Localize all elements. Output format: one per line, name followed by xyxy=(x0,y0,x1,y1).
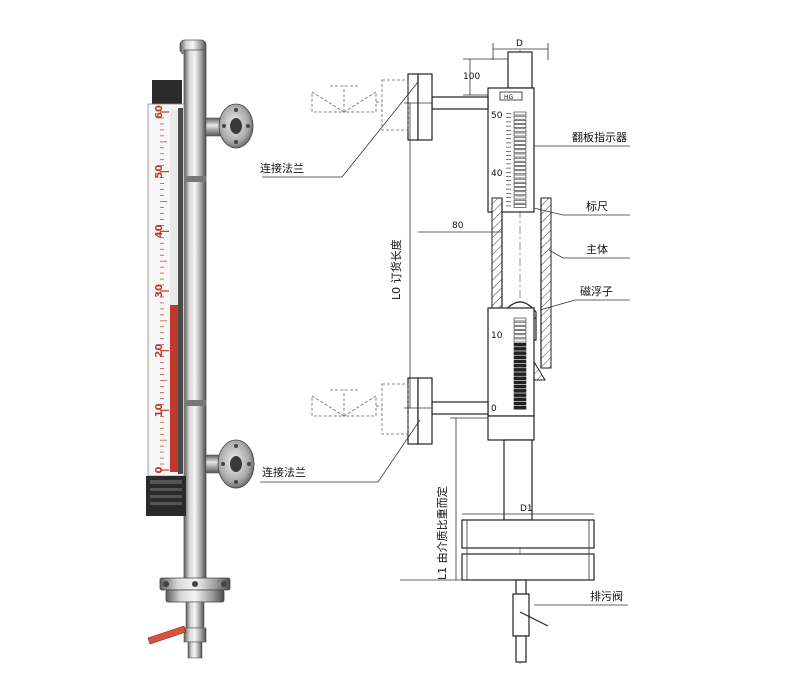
scale-tick-label: 30 xyxy=(154,284,165,298)
indicator-flap xyxy=(513,380,527,385)
indicator-flap xyxy=(513,355,527,360)
dim-L1-label: L1 由介质比重而定 xyxy=(435,486,449,580)
indicator-flap xyxy=(513,330,527,334)
dim-100-label: 100 xyxy=(463,72,480,82)
dim-D-label: D xyxy=(516,39,523,49)
indicator-flap xyxy=(513,162,527,166)
indicator-flap xyxy=(513,183,527,187)
indicator-flap xyxy=(513,149,527,154)
indicator-flap xyxy=(513,321,527,326)
indicator-flap xyxy=(513,115,527,120)
upper-valve-outline xyxy=(311,79,409,131)
scale-tick-label: 10 xyxy=(154,403,165,417)
indicator-flap xyxy=(513,401,527,406)
indicator-flap xyxy=(513,397,527,402)
indicator-flap xyxy=(513,359,527,364)
indicator-flap xyxy=(513,338,527,343)
dim-80-label: 80 xyxy=(452,221,464,231)
callout-body: 主体 xyxy=(586,242,608,256)
scale-tick-label: 40 xyxy=(154,224,165,238)
lower-indicator-box xyxy=(487,307,535,417)
callout-flange-bottom: 连接法兰 xyxy=(262,465,306,479)
indicator-flap xyxy=(513,384,527,389)
indicator-badge: HG xyxy=(504,94,514,101)
indicator-flap xyxy=(513,132,527,137)
indicator-flap xyxy=(513,372,527,376)
indicator-flap xyxy=(513,124,527,128)
indicator-flap xyxy=(513,166,527,170)
indicator-flap xyxy=(513,141,527,145)
indicator-flap xyxy=(513,351,527,355)
indicator-flap xyxy=(513,199,527,204)
indicator-flap xyxy=(513,178,527,183)
scale-50-label: 50 xyxy=(491,111,503,121)
indicator-flap xyxy=(513,120,527,124)
bottom-flange-drawing xyxy=(461,519,595,549)
indicator-flap xyxy=(513,393,527,397)
scale-0-label: 0 xyxy=(491,404,497,414)
indicator-flap xyxy=(513,170,527,175)
indicator-flap xyxy=(513,317,527,322)
top-cap xyxy=(507,51,533,89)
indicator-flap xyxy=(513,204,527,208)
indicator-flap xyxy=(513,174,527,179)
scale-10-label: 10 xyxy=(491,331,503,341)
scale-tick-label: 60 xyxy=(154,105,165,119)
indicator-flap xyxy=(513,128,527,133)
indicator-flap xyxy=(513,157,527,162)
callout-drain: 排污阀 xyxy=(590,589,623,603)
gauge-photo: 60 50 40 30 20 10 0 xyxy=(146,39,255,659)
scale-tick-label: 20 xyxy=(154,344,165,358)
callout-float: 磁浮子 xyxy=(580,285,613,298)
indicator-flap xyxy=(513,389,527,393)
indicator-flap xyxy=(513,405,527,410)
indicator-flap xyxy=(513,187,527,191)
red-level-column xyxy=(170,305,178,472)
lower-valve-outline xyxy=(311,383,409,435)
indicator-flap xyxy=(513,136,527,141)
lower-flange-drawing xyxy=(407,377,419,445)
callout-scale: 标尺 xyxy=(586,199,608,213)
scale-tick-label: 50 xyxy=(154,165,165,179)
dim-D1-label: D1 xyxy=(520,504,533,514)
dim-L0-label: L0 订货长度 xyxy=(389,239,403,300)
indicator-flap xyxy=(513,334,527,339)
indicator-flap xyxy=(513,145,527,149)
technical-drawing: D 100 HG 50 40 10 0 xyxy=(260,39,630,664)
callout-flange-top: 连接法兰 xyxy=(260,161,304,175)
indicator-flap xyxy=(513,368,527,372)
scale-ticks xyxy=(160,111,169,471)
indicator-box xyxy=(487,87,535,213)
indicator-flap xyxy=(513,195,527,200)
indicator-flap xyxy=(513,111,527,116)
indicator-flap xyxy=(513,363,527,368)
indicator-flap xyxy=(513,342,527,347)
indicator-flap xyxy=(513,347,527,351)
scale-40-label: 40 xyxy=(491,169,503,179)
lower-indicator-flaps xyxy=(513,317,527,410)
callout-indicator: 翻板指示器 xyxy=(572,130,627,144)
scale-tick-label: 0 xyxy=(154,466,165,473)
indicator-flap xyxy=(513,153,527,158)
indicator-flap xyxy=(513,326,527,330)
valve-handle xyxy=(147,625,187,645)
indicator-flap xyxy=(513,191,527,196)
indicator-flap xyxy=(513,376,527,381)
scale-tick-labels: 60 50 40 30 20 10 0 xyxy=(154,105,165,473)
